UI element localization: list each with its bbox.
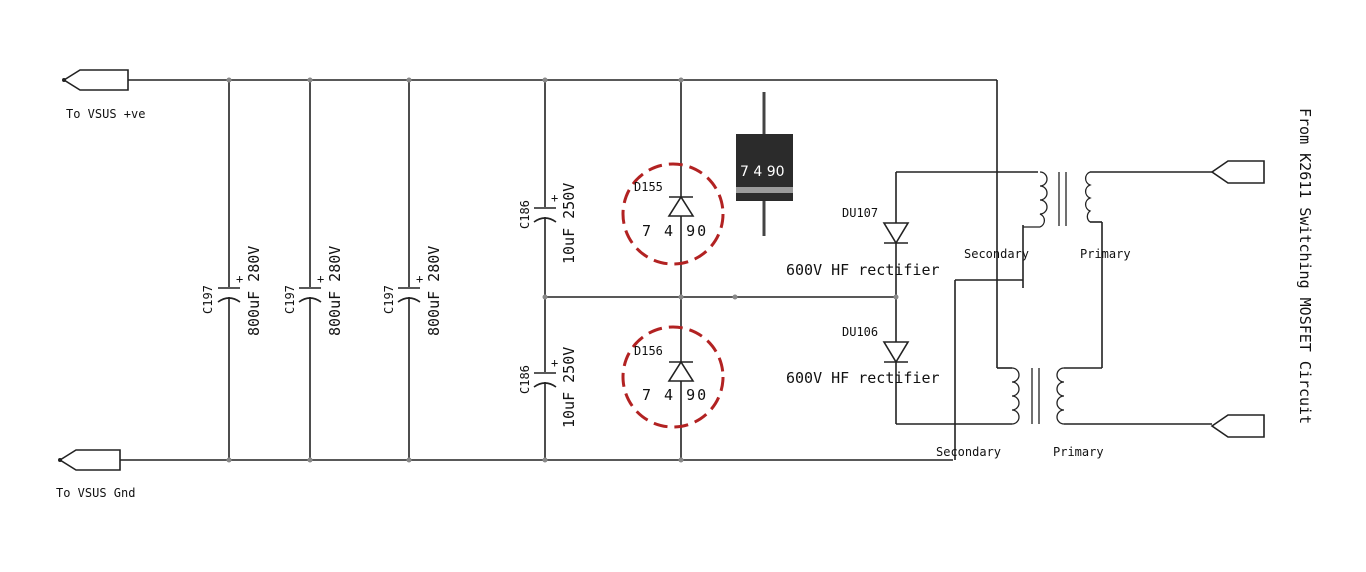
port-vsus-positive: To VSUS +ve [62,69,145,121]
svg-text:+: + [551,191,558,205]
diode-ref: DU106 [842,325,878,339]
svg-text:+: + [236,272,243,286]
transformer-secondary-label: Secondary [964,247,1029,261]
transformer-primary-label: Primary [1053,445,1104,459]
transformer-upper: Secondary Primary [964,171,1131,261]
diode-du106: DU106 600V HF rectifier [786,297,940,424]
capacitor-value: 10uF 250V [560,183,578,264]
diode-d156: D156 7 4 90 [621,297,725,460]
svg-text:+: + [416,272,423,286]
transformer-primary-label: Primary [1080,247,1131,261]
capacitor-value: 800uF 280V [245,246,263,336]
capacitor-c186-upper: + C186 10uF 250V [518,80,578,297]
port-vsus-gnd-label: To VSUS Gnd [56,486,135,500]
capacitor-c197-1: + C197 800uF 280V [201,80,263,460]
svg-text:+: + [317,272,324,286]
diode-du107: DU107 600V HF rectifier [786,172,940,297]
capacitor-value: 800uF 280V [425,246,443,336]
capacitor-ref: C186 [518,365,532,394]
capacitor-c197-3: + C197 800uF 280V [382,80,443,460]
capacitor-ref: C197 [201,285,215,314]
capacitor-ref: C197 [283,285,297,314]
package-marking: 7 4 90 [740,164,785,180]
diode-desc: 600V HF rectifier [786,369,940,387]
capacitor-c197-2: + C197 800uF 280V [283,80,344,460]
capacitor-ref: C197 [382,285,396,314]
diode-marking: 7 4 90 [642,222,708,240]
port-primary-lower [1210,414,1265,438]
junction-nodes [226,77,899,463]
capacitor-c186-lower: + C186 10uF 250V [518,297,578,460]
diode-marking: 7 4 90 [642,386,708,404]
transformer-lower: Secondary Primary [936,367,1104,459]
transformer-secondary-label: Secondary [936,445,1001,459]
highlight-circle [621,325,725,429]
port-primary-upper [1210,160,1265,184]
svg-text:+: + [551,356,558,370]
diode-ref: D156 [634,344,663,358]
diagram-title: From K2611 Switching MOSFET Circuit [1296,108,1314,424]
diode-desc: 600V HF rectifier [786,261,940,279]
port-vsus-positive-label: To VSUS +ve [66,107,145,121]
highlight-circle [621,162,725,266]
diode-ref: D155 [634,180,663,194]
capacitor-ref: C186 [518,200,532,229]
diode-d155: D155 7 4 90 [621,80,725,297]
capacitor-value: 800uF 280V [326,246,344,336]
capacitor-value: 10uF 250V [560,347,578,428]
rails [120,79,998,461]
transformer-wiring [896,171,1212,460]
diode-package-icon: 7 4 90 [736,92,793,236]
port-vsus-gnd: To VSUS Gnd [56,449,135,500]
diode-ref: DU107 [842,206,878,220]
